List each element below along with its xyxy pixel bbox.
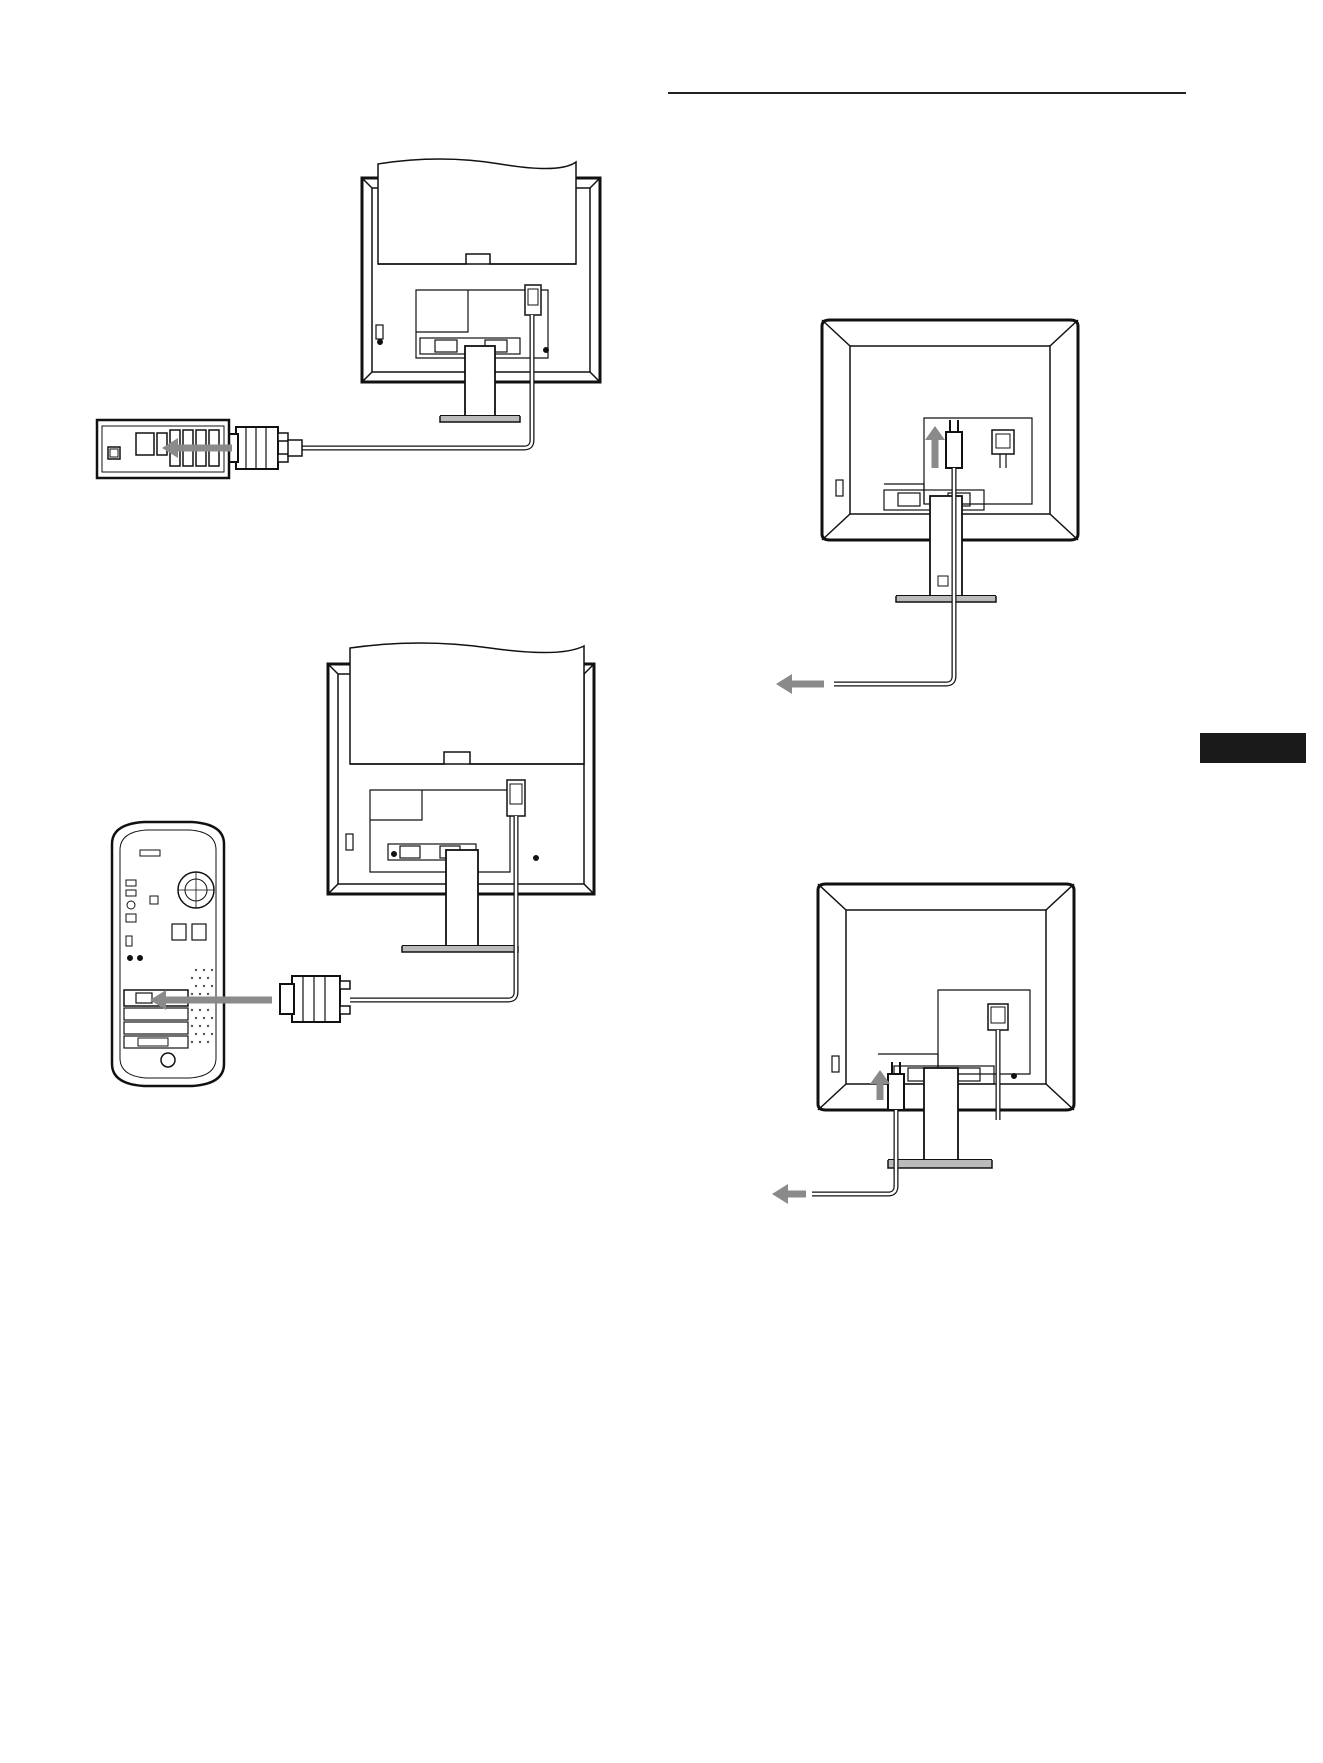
mac-tower-icon	[112, 822, 224, 1086]
mac-vga-diagram	[100, 640, 640, 1100]
language-side-tab	[1200, 733, 1306, 763]
arrow-left-icon	[772, 1184, 806, 1204]
monitor-rear-icon	[328, 643, 594, 952]
power-plug-icon	[812, 1062, 904, 1194]
figure-power-cord-connection	[760, 320, 1100, 700]
pc-vga-diagram	[80, 150, 620, 530]
arrow-up-icon	[925, 426, 945, 468]
section-header-rule	[668, 92, 1186, 94]
monitor-rear-icon	[818, 884, 1074, 1168]
vga-cable-icon	[280, 816, 516, 1022]
figure-mac-vga-connection	[100, 640, 640, 1100]
figure-cable-routing	[760, 880, 1100, 1220]
figure-pc-vga-connection	[80, 150, 620, 530]
monitor-rear-icon	[362, 159, 600, 422]
arrow-left-icon	[776, 674, 824, 694]
cable-routing-diagram	[760, 880, 1100, 1220]
power-cord-diagram	[760, 320, 1100, 700]
